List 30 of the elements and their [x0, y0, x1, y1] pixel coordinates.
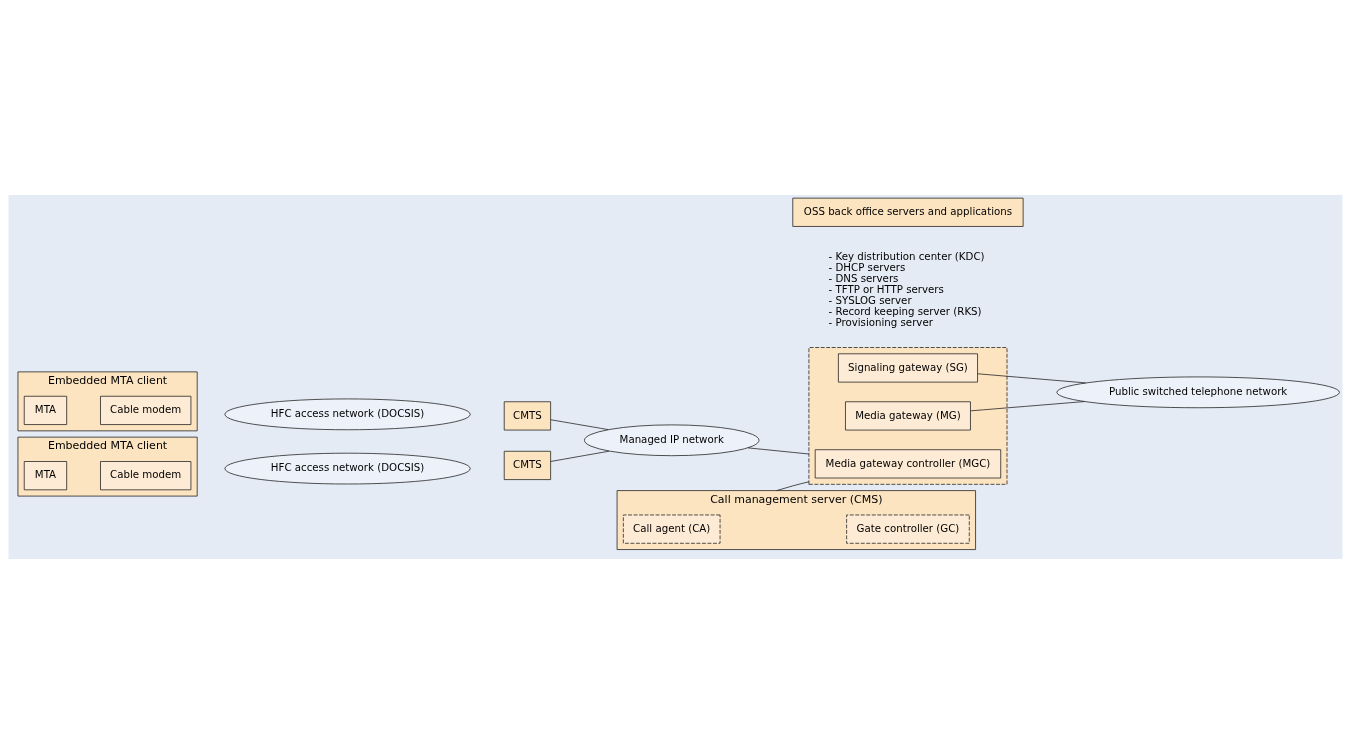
- connector: [747, 447, 810, 454]
- node-box: Gate controller (GC): [846, 514, 970, 544]
- node-box: MTA: [23, 395, 68, 425]
- node-box: Cable modem: [100, 395, 192, 425]
- node-box: MTA: [23, 460, 68, 490]
- node-box: Cable modem: [100, 460, 192, 490]
- node-label: - SYSLOG server: [828, 294, 912, 306]
- cluster: [808, 346, 1008, 485]
- node-label: - Record keeping server (RKS): [828, 305, 982, 317]
- node-box: CMTS: [503, 400, 551, 430]
- node-box: Media gateway (MG): [845, 400, 971, 430]
- node-label: - DNS servers: [828, 272, 899, 284]
- node-label: - DHCP servers: [828, 261, 906, 273]
- node-box: Signaling gateway (SG): [838, 352, 978, 382]
- connector: [977, 372, 1087, 383]
- connector: [776, 480, 810, 491]
- node-ellipse: Managed IP network: [584, 424, 760, 456]
- node-box: Media gateway controller (MGC): [814, 448, 1002, 478]
- node-label: - Provisioning server: [828, 316, 933, 328]
- node-box: Call agent (CA): [622, 514, 721, 544]
- node-box: OSS back office servers and applications: [792, 197, 1024, 227]
- connector: [550, 450, 610, 462]
- node-ellipse: HFC access network (DOCSIS): [224, 398, 471, 430]
- connector: [970, 400, 1085, 411]
- node-box: CMTS: [503, 450, 551, 480]
- node-label: - TFTP or HTTP servers: [828, 283, 944, 295]
- node-ellipse: HFC access network (DOCSIS): [224, 452, 471, 484]
- node-ellipse: Public switched telephone network: [1056, 376, 1340, 408]
- connector: [550, 418, 609, 430]
- node-label: - Key distribution center (KDC): [828, 250, 985, 262]
